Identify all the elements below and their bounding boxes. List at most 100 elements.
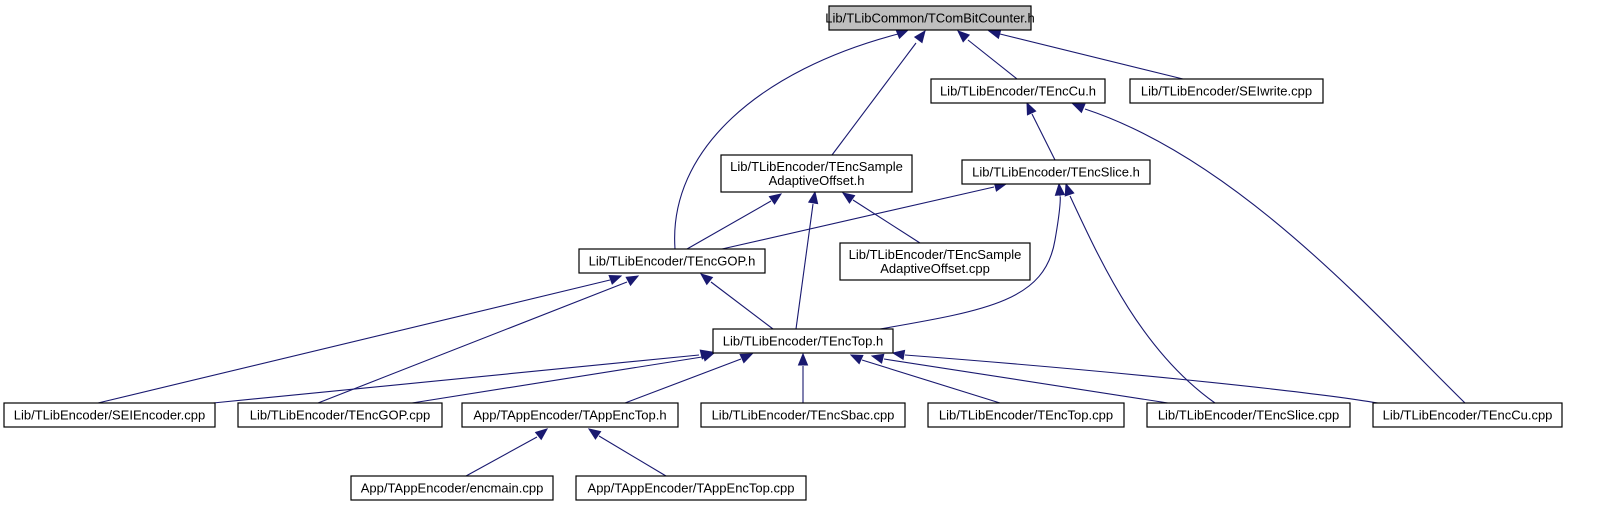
node-box	[578, 248, 766, 274]
edge-tencgop-cpp-to-tencgop-h	[317, 275, 640, 404]
edge-seiwrite-cpp-to-tcombitcounter-h	[987, 28, 1184, 80]
node-box	[3, 402, 216, 428]
arrowhead-icon	[1054, 182, 1066, 196]
node-tappenctop-cpp[interactable]: App/TAppEncoder/TAppEncTop.cpp	[575, 475, 807, 501]
node-box	[1146, 402, 1351, 428]
arrowhead-icon	[913, 29, 926, 44]
node-label: Lib/TLibEncoder/TEncCu.cpp	[1383, 408, 1553, 423]
edge-tappenctop-h-to-tenctop-h	[624, 353, 754, 404]
edge-line	[852, 199, 921, 244]
arrowhead-icon	[807, 190, 819, 205]
edge-tenccu-cpp-to-tenccu-h	[1071, 103, 1466, 404]
edge-tencgop-h-to-tcombitcounter-h	[674, 29, 910, 250]
edge-line	[212, 354, 700, 404]
arrowhead-icon	[1026, 101, 1037, 116]
node-box	[930, 78, 1106, 104]
edge-line	[686, 200, 772, 250]
edge-tencsao-cpp-to-tencsao-h	[841, 192, 921, 244]
edge-line	[465, 436, 538, 477]
node-label: AdaptiveOffset.h	[769, 173, 865, 188]
arrowhead-icon	[957, 30, 971, 43]
edge-tencsbac-cpp-to-tenctop-h	[797, 352, 809, 403]
node-tencgop-cpp[interactable]: Lib/TLibEncoder/TEncGOP.cpp	[237, 402, 443, 428]
node-tappenctop-h[interactable]: App/TAppEncoder/TAppEncTop.h	[461, 402, 679, 428]
node-label: Lib/TLibEncoder/TEncTop.h	[723, 334, 883, 349]
arrowhead-icon	[768, 193, 783, 205]
edge-tencsao-h-to-tcombitcounter-h	[831, 29, 926, 156]
edge-seiencoder-cpp-to-tencgop-h	[97, 275, 623, 404]
node-label: App/TAppEncoder/TAppEncTop.h	[473, 408, 666, 423]
edge-line	[710, 281, 774, 330]
arrowhead-icon	[608, 275, 623, 285]
node-seiencoder-cpp[interactable]: Lib/TLibEncoder/SEIEncoder.cpp	[3, 402, 216, 428]
node-label: Lib/TLibEncoder/TEncTop.cpp	[939, 408, 1113, 423]
edge-tenctop-h-to-tencslice-h	[879, 182, 1066, 330]
arrowhead-icon	[739, 353, 754, 364]
node-tencsbac-cpp[interactable]: Lib/TLibEncoder/TEncSbac.cpp	[700, 402, 906, 428]
arrowhead-icon	[1071, 103, 1086, 114]
arrowhead-icon	[625, 275, 640, 287]
edge-tappenctop-cpp-to-tappenctop-h	[587, 428, 667, 477]
node-label: Lib/TLibEncoder/TEncGOP.h	[589, 254, 756, 269]
node-box	[839, 242, 1031, 281]
arrowhead-icon	[1064, 182, 1075, 197]
edge-line	[879, 195, 1061, 330]
node-label: Lib/TLibEncoder/TEncGOP.cpp	[250, 408, 430, 423]
node-label: Lib/TLibEncoder/TEncSample	[730, 159, 903, 174]
edge-tenccu-cpp-to-tenctop-h	[891, 349, 1379, 404]
node-tenctop-h[interactable]: Lib/TLibEncoder/TEncTop.h	[712, 328, 894, 354]
edge-tenctop-h-to-tencsao-h	[795, 190, 819, 330]
edge-line	[1031, 113, 1056, 161]
node-tencsao-cpp[interactable]: Lib/TLibEncoder/TEncSampleAdaptiveOffset…	[839, 242, 1031, 281]
node-label: Lib/TLibEncoder/TEncSample	[849, 247, 1022, 262]
node-seiwrite-cpp[interactable]: Lib/TLibEncoder/SEIwrite.cpp	[1129, 78, 1324, 104]
node-tenctop-cpp[interactable]: Lib/TLibEncoder/TEncTop.cpp	[927, 402, 1125, 428]
edge-tenccu-h-to-tcombitcounter-h	[957, 30, 1018, 80]
edge-tencslice-cpp-to-tencslice-h	[1064, 182, 1216, 404]
edge-tenctop-h-to-tencgop-h	[699, 273, 774, 330]
node-label: Lib/TLibEncoder/SEIEncoder.cpp	[14, 408, 206, 423]
edge-line	[674, 33, 899, 250]
node-box	[961, 159, 1151, 185]
arrowhead-icon	[841, 192, 856, 204]
edge-line	[831, 42, 917, 156]
edge-line	[411, 356, 703, 404]
edge-line	[999, 33, 1184, 80]
node-box	[237, 402, 443, 428]
node-box	[461, 402, 679, 428]
node-tenccu-h[interactable]: Lib/TLibEncoder/TEncCu.h	[930, 78, 1106, 104]
node-tenccu-cpp[interactable]: Lib/TLibEncoder/TEncCu.cpp	[1372, 402, 1563, 428]
edge-tencslice-h-to-tenccu-h	[1026, 101, 1056, 161]
edge-line	[883, 358, 1169, 404]
node-encmain-cpp[interactable]: App/TAppEncoder/encmain.cpp	[350, 475, 554, 501]
arrowhead-icon	[870, 353, 885, 364]
edge-tencgop-h-to-tencsao-h	[686, 193, 783, 250]
arrowhead-icon	[891, 349, 906, 361]
edge-line	[317, 281, 628, 404]
edge-line	[721, 186, 995, 250]
edge-line	[795, 203, 814, 330]
node-label: Lib/TLibEncoder/TEncCu.h	[940, 84, 1096, 99]
node-tencslice-cpp[interactable]: Lib/TLibEncoder/TEncSlice.cpp	[1146, 402, 1351, 428]
node-tencgop-h[interactable]: Lib/TLibEncoder/TEncGOP.h	[578, 248, 766, 274]
edge-line	[97, 279, 611, 404]
node-box	[350, 475, 554, 501]
node-box	[1372, 402, 1563, 428]
arrowhead-icon	[987, 28, 1002, 40]
edge-tenctop-cpp-to-tenctop-h	[849, 354, 1001, 404]
node-tencsao-h[interactable]: Lib/TLibEncoder/TEncSampleAdaptiveOffset…	[720, 154, 913, 193]
arrowhead-icon	[701, 351, 716, 362]
node-label: Lib/TLibEncoder/TEncSbac.cpp	[712, 408, 895, 423]
node-label: Lib/TLibEncoder/TEncSlice.h	[972, 165, 1140, 180]
node-tcombitcounter-h: Lib/TLibCommon/TComBitCounter.h	[825, 5, 1035, 31]
node-tencslice-h[interactable]: Lib/TLibEncoder/TEncSlice.h	[961, 159, 1151, 185]
node-box	[712, 328, 894, 354]
node-label: App/TAppEncoder/encmain.cpp	[361, 481, 544, 496]
node-box	[700, 402, 906, 428]
node-box	[828, 5, 1032, 31]
edge-encmain-cpp-to-tappenctop-h	[465, 428, 549, 477]
arrowhead-icon	[587, 428, 602, 440]
arrowhead-icon	[849, 354, 864, 365]
edge-tencgop-cpp-to-tenctop-h	[411, 351, 716, 404]
